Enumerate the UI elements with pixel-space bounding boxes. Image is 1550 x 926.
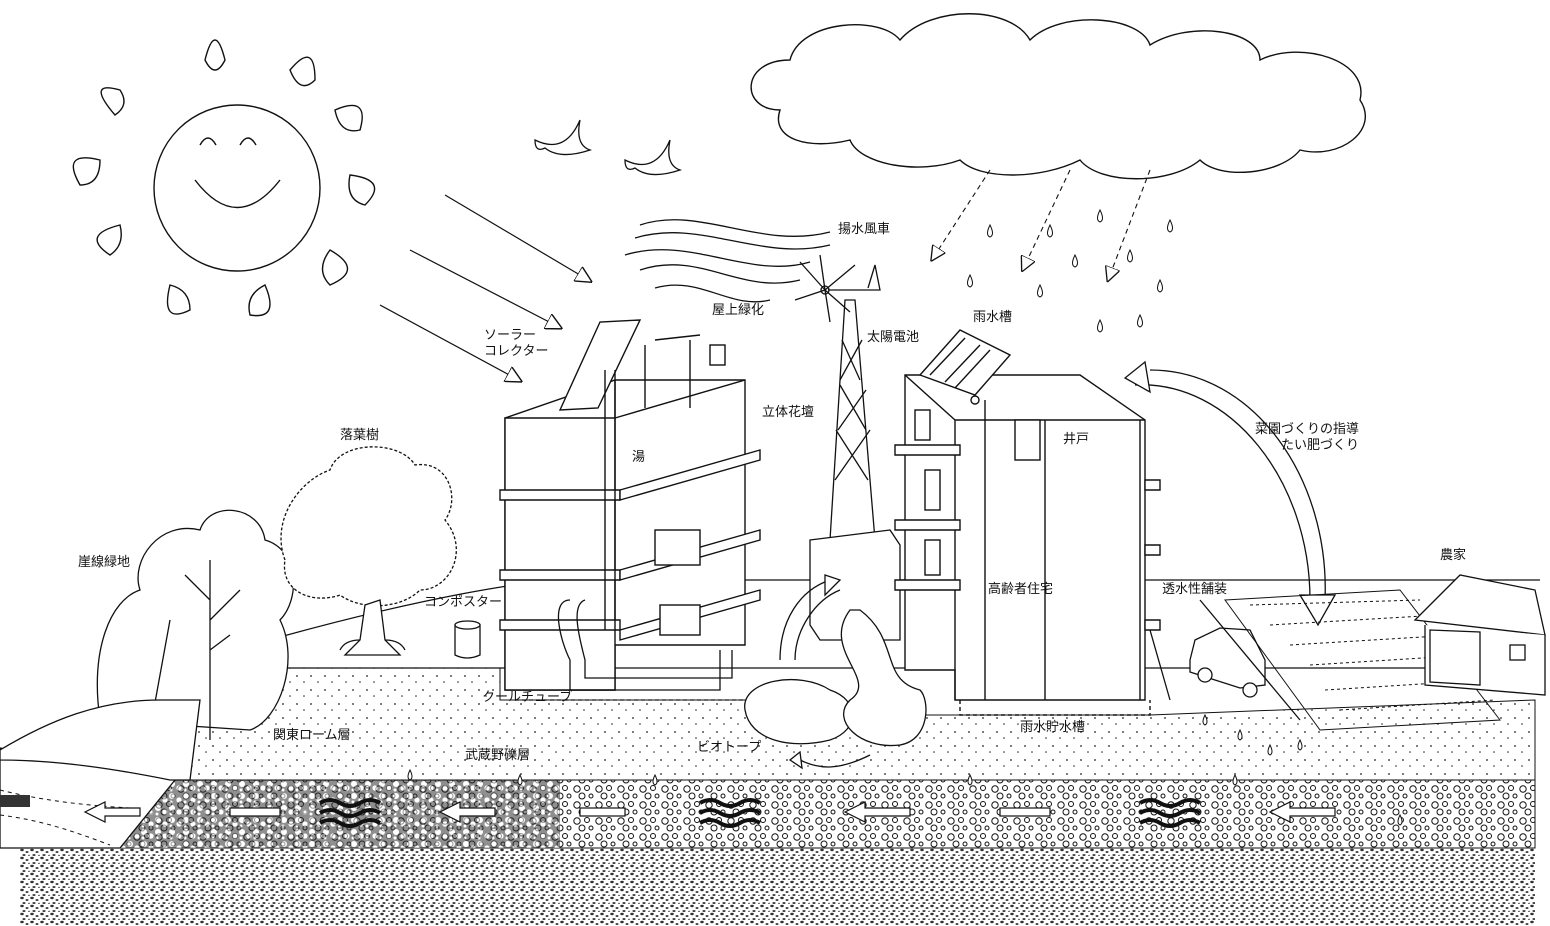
label-cliff-green: 崖線緑地 xyxy=(78,555,131,570)
deciduous-tree-icon xyxy=(280,446,457,656)
raindrops xyxy=(967,208,1173,333)
farm-field xyxy=(1224,589,1501,731)
label-rainwater-tank: 雨水槽 xyxy=(973,310,1013,325)
sunlight-arrows xyxy=(379,194,585,378)
farmhouse-icon xyxy=(1413,574,1546,696)
bird-icon xyxy=(534,119,683,176)
label-composter: コンポスター xyxy=(424,595,503,610)
right-building xyxy=(894,329,1161,716)
car-icon xyxy=(1189,627,1266,698)
wavy-water-marks xyxy=(318,798,1202,828)
label-hot-water: 湯 xyxy=(632,450,646,465)
cliff-green-trees xyxy=(0,509,295,781)
cloud-icon xyxy=(750,13,1366,180)
composter-icon xyxy=(454,620,481,659)
windmill-icon xyxy=(794,254,901,641)
left-building xyxy=(499,319,761,691)
sun-icon xyxy=(72,39,376,317)
label-solar-collector: ソーラー コレクター xyxy=(484,328,549,360)
label-permeable-pavement: 透水性舗装 xyxy=(1162,582,1228,597)
label-cool-tube: クールチューブ xyxy=(482,690,573,705)
wind-lines xyxy=(624,219,831,303)
label-rainwater-storage: 雨水貯水槽 xyxy=(1020,720,1086,735)
deep-gravel-layer xyxy=(20,848,1535,926)
infiltration-drops xyxy=(407,713,1403,826)
label-solar-cell: 太陽電池 xyxy=(867,330,920,345)
label-well: 井戸 xyxy=(1063,432,1090,447)
road xyxy=(1149,599,1301,721)
label-vertical-planter: 立体花壇 xyxy=(762,405,815,420)
label-biotope: ビオトープ xyxy=(697,740,762,755)
rain-arrows xyxy=(935,169,1151,275)
label-deciduous-tree: 落葉樹 xyxy=(340,428,380,443)
garden-arrow xyxy=(1123,360,1337,627)
label-garden-guidance: 菜園づくりの指導 たい肥づくり xyxy=(1255,422,1360,454)
label-kanto-loam: 関東ローム層 xyxy=(273,728,351,743)
label-musashino-gravel: 武蔵野礫層 xyxy=(465,748,531,763)
groundwater-arrows xyxy=(83,801,1336,823)
label-windmill-pump: 揚水風車 xyxy=(838,222,891,237)
label-rooftop-greening: 屋上緑化 xyxy=(712,303,765,318)
musashino-gravel-layer xyxy=(118,779,1536,849)
label-elderly-housing: 高齢者住宅 xyxy=(988,582,1054,597)
biotope-area xyxy=(744,574,927,770)
label-farmhouse: 農家 xyxy=(1440,548,1467,563)
